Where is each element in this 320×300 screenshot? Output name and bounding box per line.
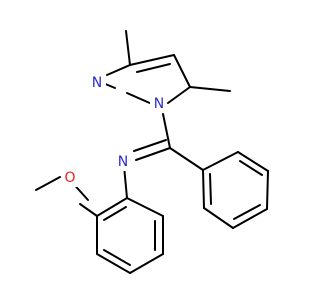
bond-c3-c4-inner (136, 63, 171, 73)
atom-label-o: O (64, 170, 75, 186)
aryl-double-2 (103, 249, 131, 266)
label-bg-n-imine (115, 153, 131, 171)
bond-c4-c5 (173, 54, 191, 88)
bond-c-phenyl (169, 147, 204, 171)
imine-core (123, 113, 204, 199)
molecule-structure: N N N O (35, 30, 269, 274)
bond-n1-n2 (126, 92, 153, 105)
phenyl-double-2 (233, 204, 261, 220)
atom-labels: N N N O (62, 74, 166, 187)
bond-c5-n1 (167, 86, 191, 104)
atom-label-n1: N (154, 96, 164, 112)
bond-c3-methyl (125, 30, 131, 66)
label-bg-n1 (150, 95, 166, 113)
bond-c3-c4 (129, 54, 175, 66)
phenyl-bond-5 (203, 207, 234, 229)
phenyl-ring (202, 151, 269, 229)
pyrazole-ring (102, 30, 231, 105)
bond-o-methyl (35, 176, 61, 191)
atom-label-n2: N (92, 75, 102, 91)
bond-aryl-o (79, 203, 98, 217)
label-bg-n2 (90, 74, 106, 92)
bond-n-imine-aryl (123, 165, 128, 199)
phenyl-bond-6 (202, 169, 205, 209)
aryl-bond-3 (96, 253, 131, 274)
molecule-canvas: N N N O (35, 30, 269, 274)
phenyl-double-3 (209, 173, 212, 205)
bond-c-n-imine-1 (135, 147, 171, 161)
label-bg-o (62, 169, 78, 187)
aryl-bond-4 (129, 253, 164, 274)
phenyl-bond-4 (232, 208, 268, 229)
bond-c-n-imine-2 (133, 139, 167, 152)
phenyl-bond-3 (266, 170, 269, 210)
phenyl-double-1 (239, 160, 263, 176)
atom-label-n-imine: N (118, 154, 128, 170)
bond-c5-methyl (189, 86, 231, 92)
aryl-double-1 (103, 206, 127, 221)
phenyl-bond-2 (237, 151, 269, 172)
aryl-bond-6 (126, 197, 164, 217)
phenyl-bond-1 (202, 151, 239, 171)
bond-n1-c-central (162, 113, 171, 149)
methoxyphenyl-ring (96, 197, 164, 274)
bond-n2-c3 (106, 64, 131, 76)
aryl-bond-1 (96, 197, 128, 217)
